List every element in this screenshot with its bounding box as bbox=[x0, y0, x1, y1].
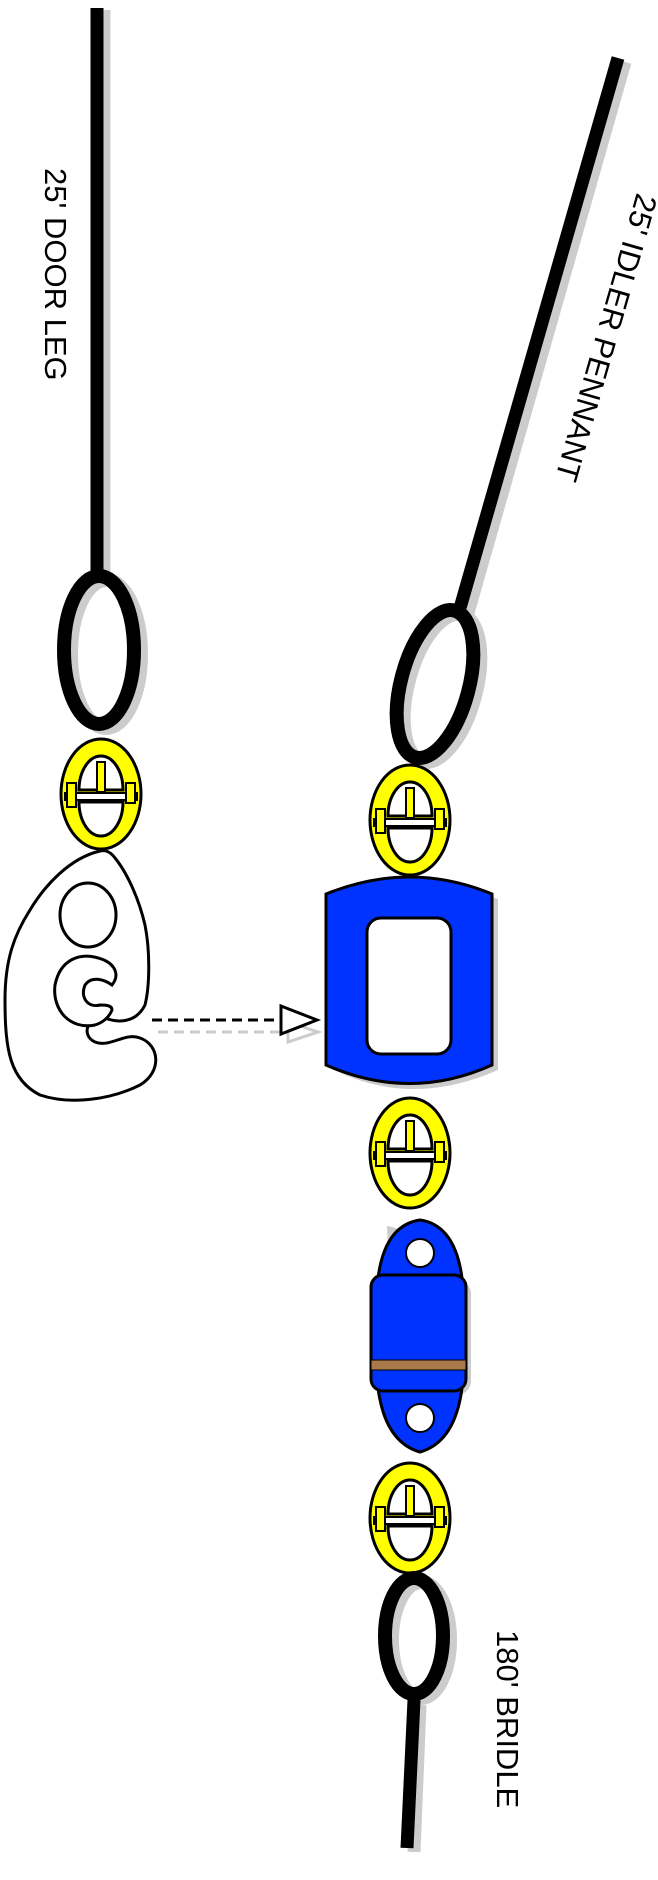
master-link-icon bbox=[324, 875, 498, 1089]
hook-icon bbox=[3, 849, 158, 1102]
door-leg-label: 25' DOOR LEG bbox=[38, 168, 73, 381]
swivel-icon bbox=[369, 1218, 471, 1454]
idler-middle-shackle-icon bbox=[368, 1096, 452, 1210]
idler-upper-shackle-icon bbox=[368, 763, 452, 877]
bridle-rope bbox=[400, 1699, 421, 1849]
idler-lower-shackle-icon bbox=[368, 1461, 452, 1575]
door-leg-assembly: 25' DOOR LEG bbox=[3, 8, 323, 1102]
idler-eye-icon bbox=[389, 603, 488, 769]
bridle-label: 180' BRIDLE bbox=[490, 1630, 525, 1808]
door-leg-shackle-icon bbox=[59, 737, 143, 851]
idler-pennant-rope-shadow bbox=[459, 60, 632, 622]
idler-pennant-rope bbox=[451, 56, 625, 617]
idler-assembly: 25' IDLER PENNANT 180' BRIDLE bbox=[324, 56, 658, 1853]
bridle-eye-icon bbox=[378, 1571, 457, 1705]
attachment-arrow bbox=[152, 1003, 323, 1045]
door-leg-eye-icon bbox=[57, 569, 148, 735]
